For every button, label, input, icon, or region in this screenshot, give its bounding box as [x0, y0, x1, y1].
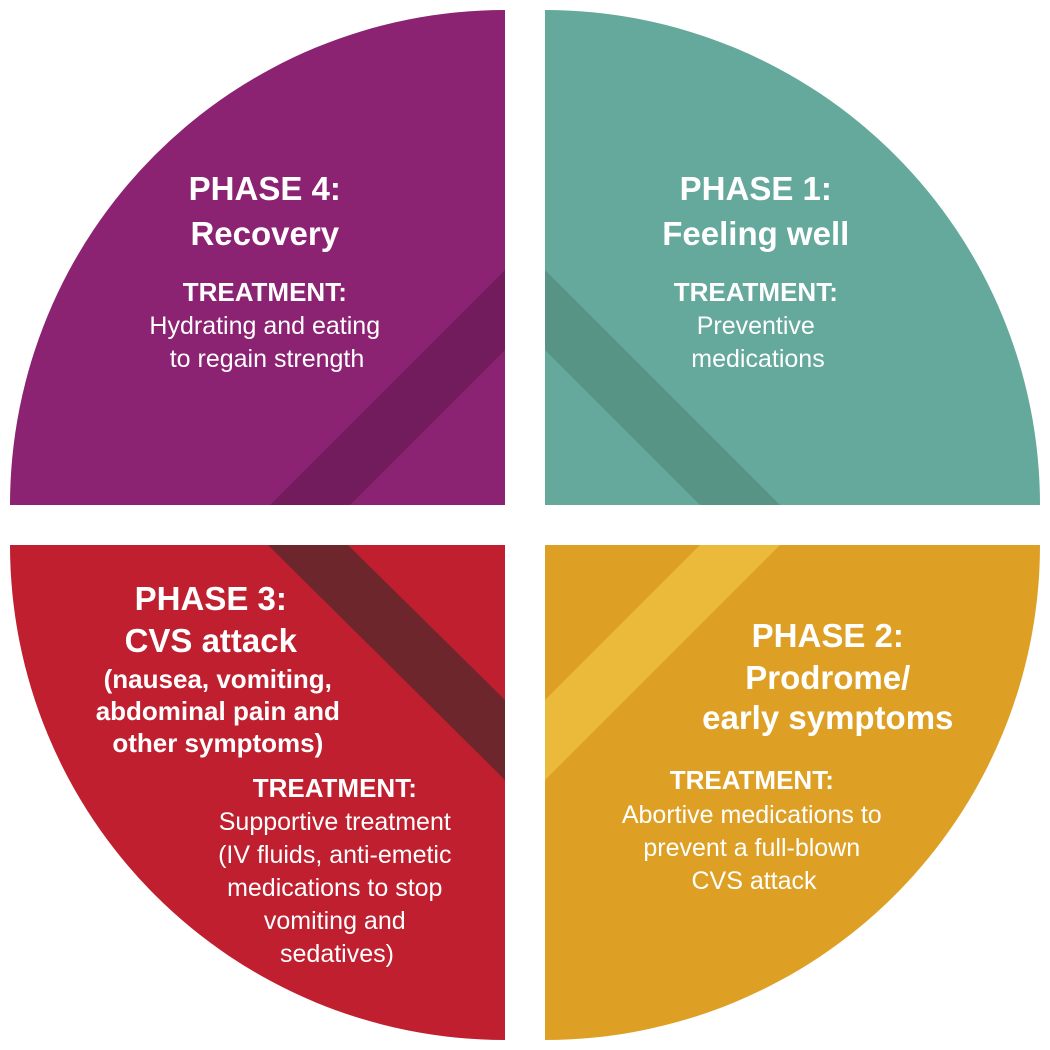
- phase4-shade: [270, 270, 505, 505]
- phase3-treatment-line: medications to stop: [227, 874, 442, 902]
- phase4-treatment-line: Hydrating and eating: [149, 312, 380, 340]
- phase1-title-line: PHASE 1:: [680, 170, 832, 207]
- phase2-quadrant: PHASE 2: Prodrome/ early symptoms TREATM…: [545, 545, 1040, 1040]
- phase3-sector: [10, 545, 505, 1040]
- phase1-quadrant: PHASE 1: Feeling well TREATMENT: Prevent…: [545, 10, 1040, 505]
- phase2-treatment-line: CVS attack: [691, 867, 817, 895]
- phase3-treatment-line: (IV fluids, anti-emetic: [218, 841, 451, 869]
- phase2-treatment-line: Abortive medications to: [622, 801, 882, 829]
- phase2-treatment-line: prevent a full-blown: [643, 834, 860, 862]
- phase1-text: PHASE 1: Feeling well TREATMENT: Prevent…: [662, 170, 854, 373]
- phase3-subtitle-line: abdominal pain and: [96, 696, 340, 726]
- phase3-treatment-line: Supportive treatment: [219, 808, 451, 836]
- phase4-quadrant: PHASE 4: Recovery TREATMENT: Hydrating a…: [10, 10, 505, 505]
- phase2-title-line: Prodrome/: [745, 659, 910, 696]
- phase4-text: PHASE 4: Recovery TREATMENT: Hydrating a…: [149, 170, 384, 373]
- phase2-treatment-label: TREATMENT:: [670, 765, 834, 795]
- phase3-treatment-line: sedatives): [280, 940, 394, 968]
- phase3-treatment-line: vomiting and: [264, 907, 406, 935]
- phase2-sector: [545, 545, 1040, 1040]
- phase1-title-line: Feeling well: [662, 215, 849, 252]
- phase3-text: PHASE 3: CVS attack (nausea, vomiting, a…: [96, 580, 456, 968]
- phase1-treatment-line: medications: [691, 345, 824, 373]
- phase4-title-line: Recovery: [190, 215, 339, 252]
- phase3-subtitle-line: (nausea, vomiting,: [104, 664, 332, 694]
- phase1-shade: [545, 270, 780, 505]
- phase2-shade: [545, 545, 780, 780]
- phase2-text: PHASE 2: Prodrome/ early symptoms TREATM…: [622, 617, 958, 895]
- phase3-treatment-label: TREATMENT:: [253, 773, 417, 803]
- phase2-title-line: early symptoms: [702, 699, 953, 736]
- phase1-treatment-label: TREATMENT:: [674, 277, 838, 307]
- phase4-treatment-label: TREATMENT:: [183, 277, 347, 307]
- phase3-subtitle-line: other symptoms): [112, 728, 323, 758]
- phase3-title-line: CVS attack: [125, 622, 298, 659]
- phase3-shade: [268, 545, 505, 780]
- phase3-title-line: PHASE 3:: [135, 580, 287, 617]
- phase4-treatment-line: to regain strength: [170, 345, 365, 373]
- phase1-sector: [545, 10, 1040, 505]
- phase4-sector: [10, 10, 505, 505]
- phase3-quadrant: PHASE 3: CVS attack (nausea, vomiting, a…: [10, 545, 505, 1040]
- phase4-title-line: PHASE 4:: [189, 170, 341, 207]
- phase2-title-line: PHASE 2:: [752, 617, 904, 654]
- phase1-treatment-line: Preventive: [697, 312, 815, 340]
